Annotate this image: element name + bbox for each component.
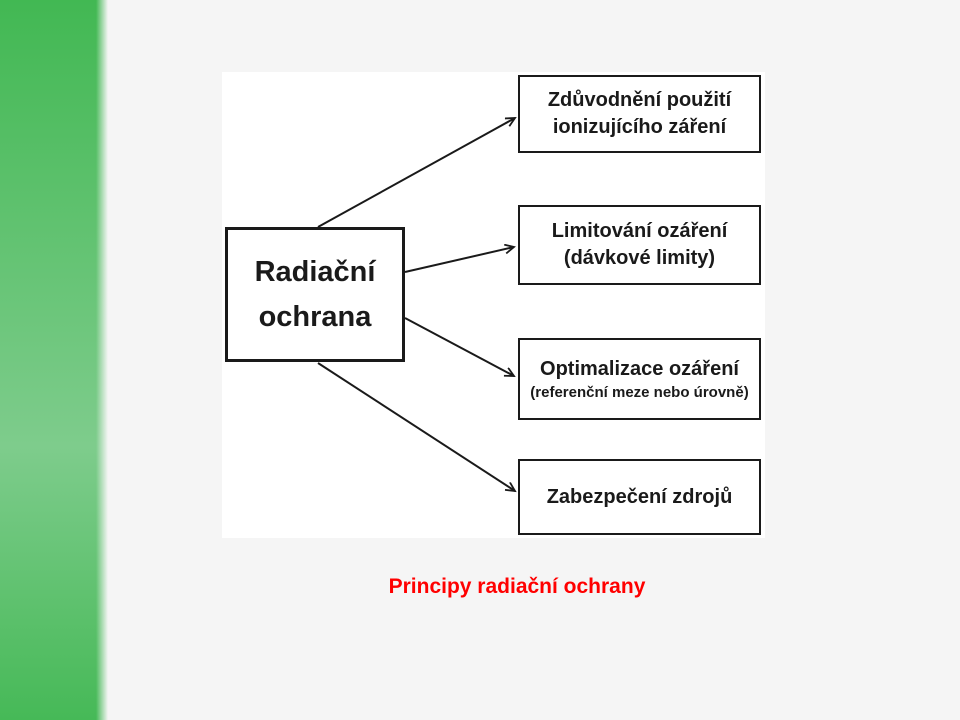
connector-arrows: [317, 72, 765, 538]
node-justification-line1: Zdůvodnění použití: [547, 89, 732, 111]
arrow-to-limitation: [404, 247, 514, 273]
node-justification-line2: ionizujícího záření: [552, 116, 727, 138]
node-dose-limitation-line1: Limitování ozáření: [551, 220, 728, 242]
arrow-to-optimization: [404, 317, 514, 376]
node-radiation-protection-label: Radiační ochrana: [254, 255, 376, 333]
node-radiation-protection: Radiační ochrana: [225, 227, 405, 362]
node-optimization-line1: Optimalizace ozáření: [540, 357, 739, 380]
slide-caption: Principy radiační ochrany: [388, 575, 646, 598]
arrow-to-justification: [317, 118, 515, 228]
node-dose-limitation: Limitování ozáření (dávkové limity): [518, 205, 761, 285]
node-dose-limitation-line2: (dávkové limity): [563, 247, 716, 269]
node-justification: Zdůvodnění použití ionizujícího záření: [518, 75, 761, 153]
node-optimization-line2: (referenční meze nebo úrovně): [530, 383, 749, 401]
arrow-to-security: [317, 362, 515, 491]
stripe-edge-fade: [96, 0, 108, 720]
node-source-security-line1: Zabezpečení zdrojů: [546, 485, 733, 508]
node-optimization: Optimalizace ozáření (referenční meze ne…: [518, 338, 761, 420]
radiation-protection-diagram: Radiační ochrana Zdůvodnění použití ioni…: [222, 72, 765, 538]
green-sidebar-stripe: [0, 0, 108, 720]
node-source-security: Zabezpečení zdrojů: [518, 459, 761, 535]
